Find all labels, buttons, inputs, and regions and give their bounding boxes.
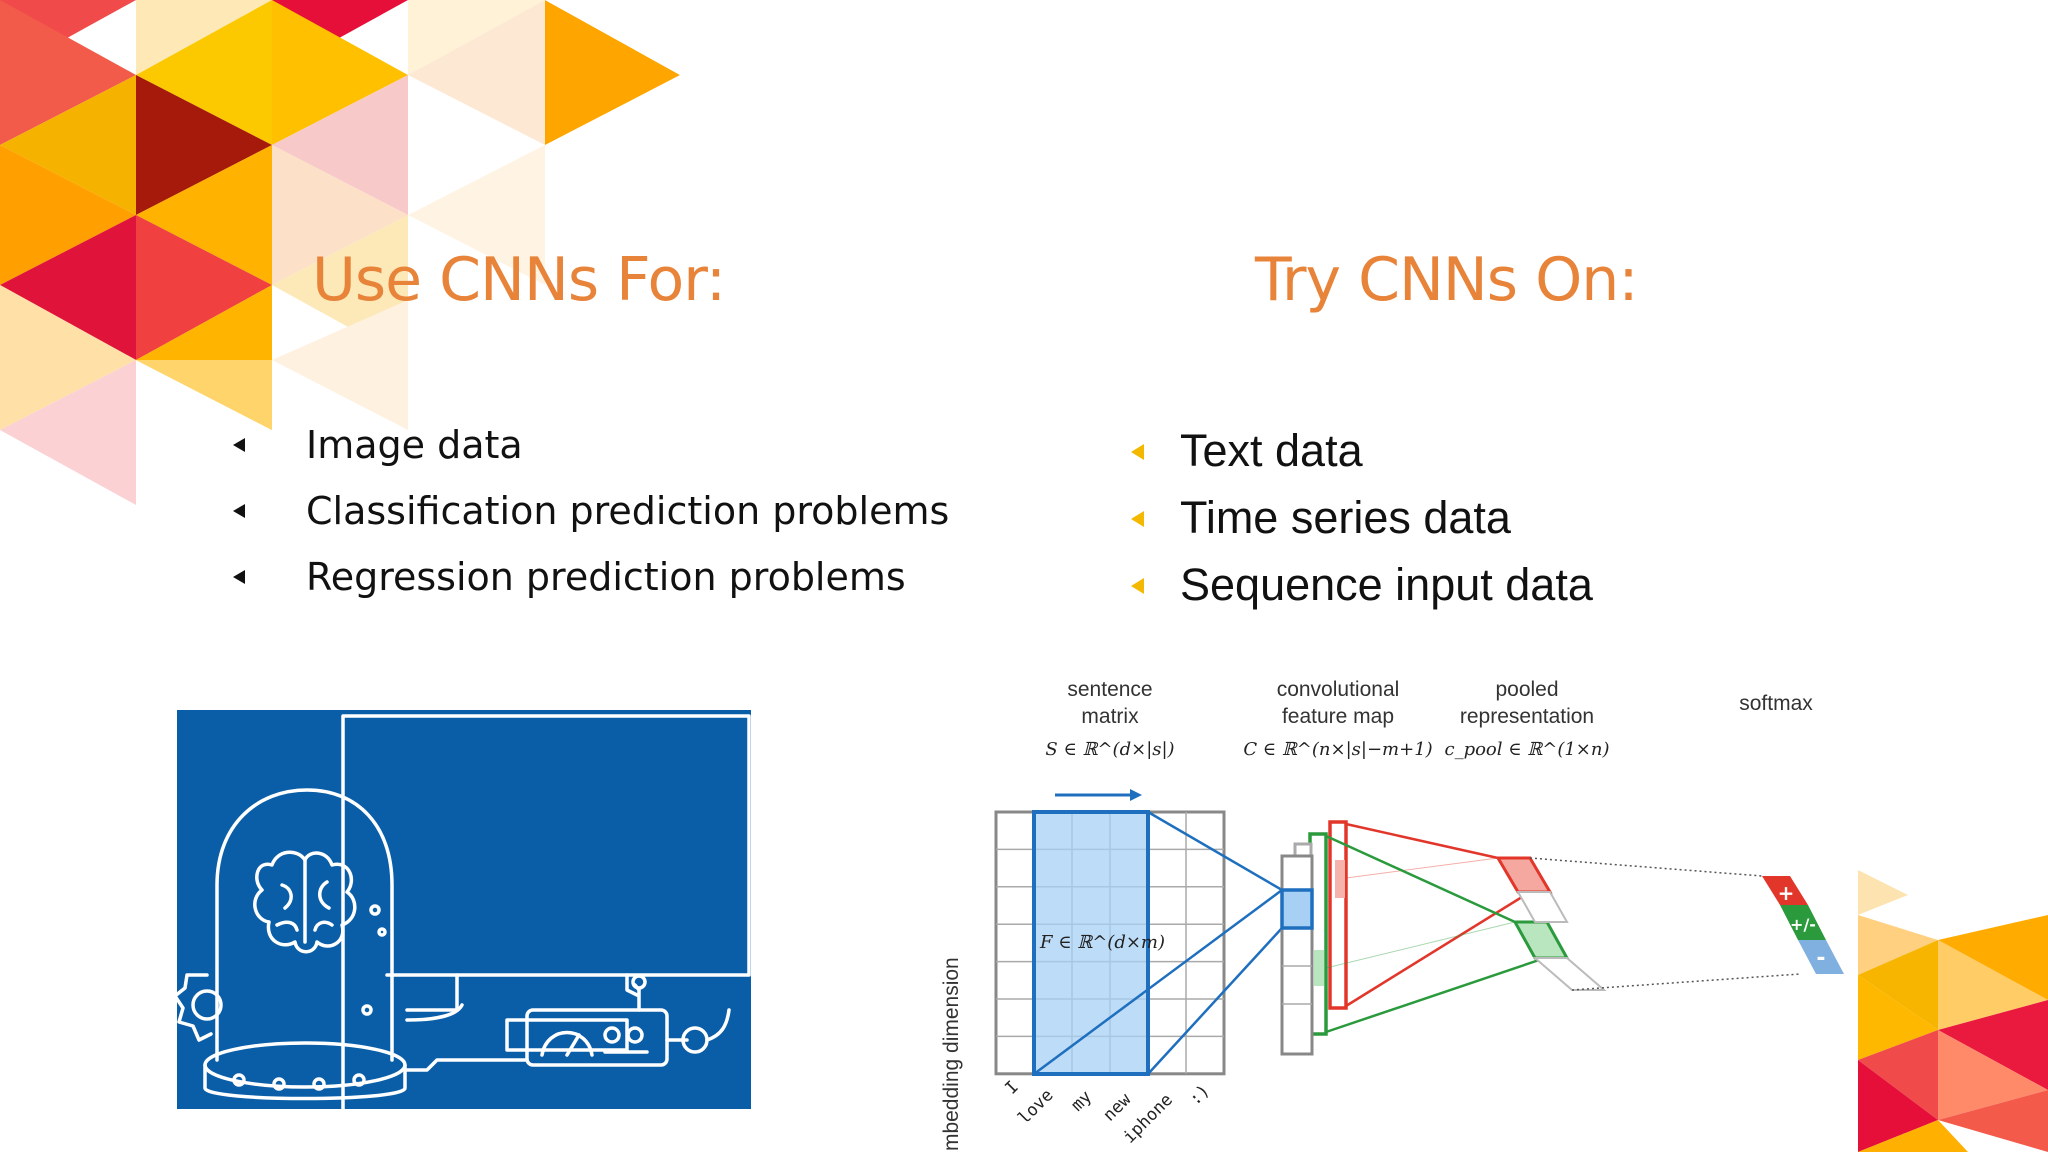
decorative-triangles-top-left — [0, 0, 680, 505]
pooled-label-line2: representation — [1460, 705, 1594, 728]
bullet-arrow-icon — [1131, 578, 1144, 594]
list-item: Sequence input data — [1130, 556, 1593, 623]
bullet-arrow-icon — [233, 438, 245, 452]
list-item: Image data — [233, 418, 949, 484]
word-label: my — [1067, 1087, 1096, 1116]
bullet-arrow-icon — [1131, 444, 1144, 460]
list-item-label: Time series data — [1180, 492, 1511, 543]
positive-sign: + — [1778, 881, 1795, 905]
embedding-dimension-label: embedding dimension — [940, 957, 963, 1150]
feature-map-label-line1: convolutional — [1277, 678, 1400, 701]
green-pooling-lines — [1325, 834, 1546, 1034]
sentence-matrix-formula: S ∈ ℝ^(d×|s|) — [1045, 739, 1174, 760]
bullet-arrow-icon — [1131, 511, 1144, 527]
sentence-matrix-label-line1: sentence — [1067, 678, 1152, 701]
pooled-label-line1: pooled — [1495, 678, 1558, 701]
pooled-vector — [1495, 856, 1607, 991]
left-bullet-list: Image data Classification prediction pro… — [233, 418, 949, 616]
right-bullet-list: Text data Time series data Sequence inpu… — [1130, 422, 1593, 623]
feature-maps — [1280, 820, 1348, 1056]
list-item: Regression prediction problems — [233, 550, 949, 616]
softmax-connection-lines — [1529, 857, 1801, 991]
filter-projection-lines — [1033, 810, 1283, 1076]
list-item: Classification prediction problems — [233, 484, 949, 550]
right-column-title: Try CNNs On: — [1255, 245, 1639, 315]
bullet-arrow-icon — [233, 504, 245, 518]
feature-map-label-line2: feature map — [1282, 705, 1394, 728]
decorative-triangles-bottom-right — [1858, 840, 2048, 1152]
list-item-label: Text data — [1180, 425, 1363, 476]
list-item: Time series data — [1130, 489, 1593, 556]
softmax-output: + +/- - — [1762, 876, 1844, 974]
brain-in-jar-illustration — [177, 710, 751, 1109]
filter-formula: F ∈ ℝ^(d×m) — [1039, 932, 1165, 953]
list-item-label: Regression prediction problems — [306, 555, 906, 599]
bullet-arrow-icon — [233, 570, 245, 584]
word-label: new — [1099, 1089, 1135, 1125]
negative-sign: - — [1816, 946, 1825, 971]
left-column-title: Use CNNs For: — [312, 245, 726, 315]
sentence-matrix-label-line2: matrix — [1081, 705, 1139, 728]
word-label: I — [1001, 1077, 1022, 1098]
list-item-label: Classification prediction problems — [306, 489, 950, 533]
list-item: Text data — [1130, 422, 1593, 489]
word-label: :) — [1185, 1081, 1214, 1110]
pooled-formula: c_pool ∈ ℝ^(1×n) — [1444, 739, 1609, 760]
sentence-words: I love my new iphone :) — [1001, 1077, 1214, 1147]
red-pooling-lines — [1345, 822, 1531, 1008]
arrow-head-icon — [1130, 789, 1142, 801]
softmax-label: softmax — [1739, 692, 1813, 715]
list-item-label: Sequence input data — [1180, 559, 1593, 610]
cnn-text-diagram: sentence matrix S ∈ ℝ^(d×|s|) convolutio… — [940, 678, 1844, 1150]
neutral-sign: +/- — [1790, 915, 1816, 934]
list-item-label: Image data — [306, 423, 523, 467]
feature-map-formula: C ∈ ℝ^(n×|s|−m+1) — [1243, 739, 1432, 760]
